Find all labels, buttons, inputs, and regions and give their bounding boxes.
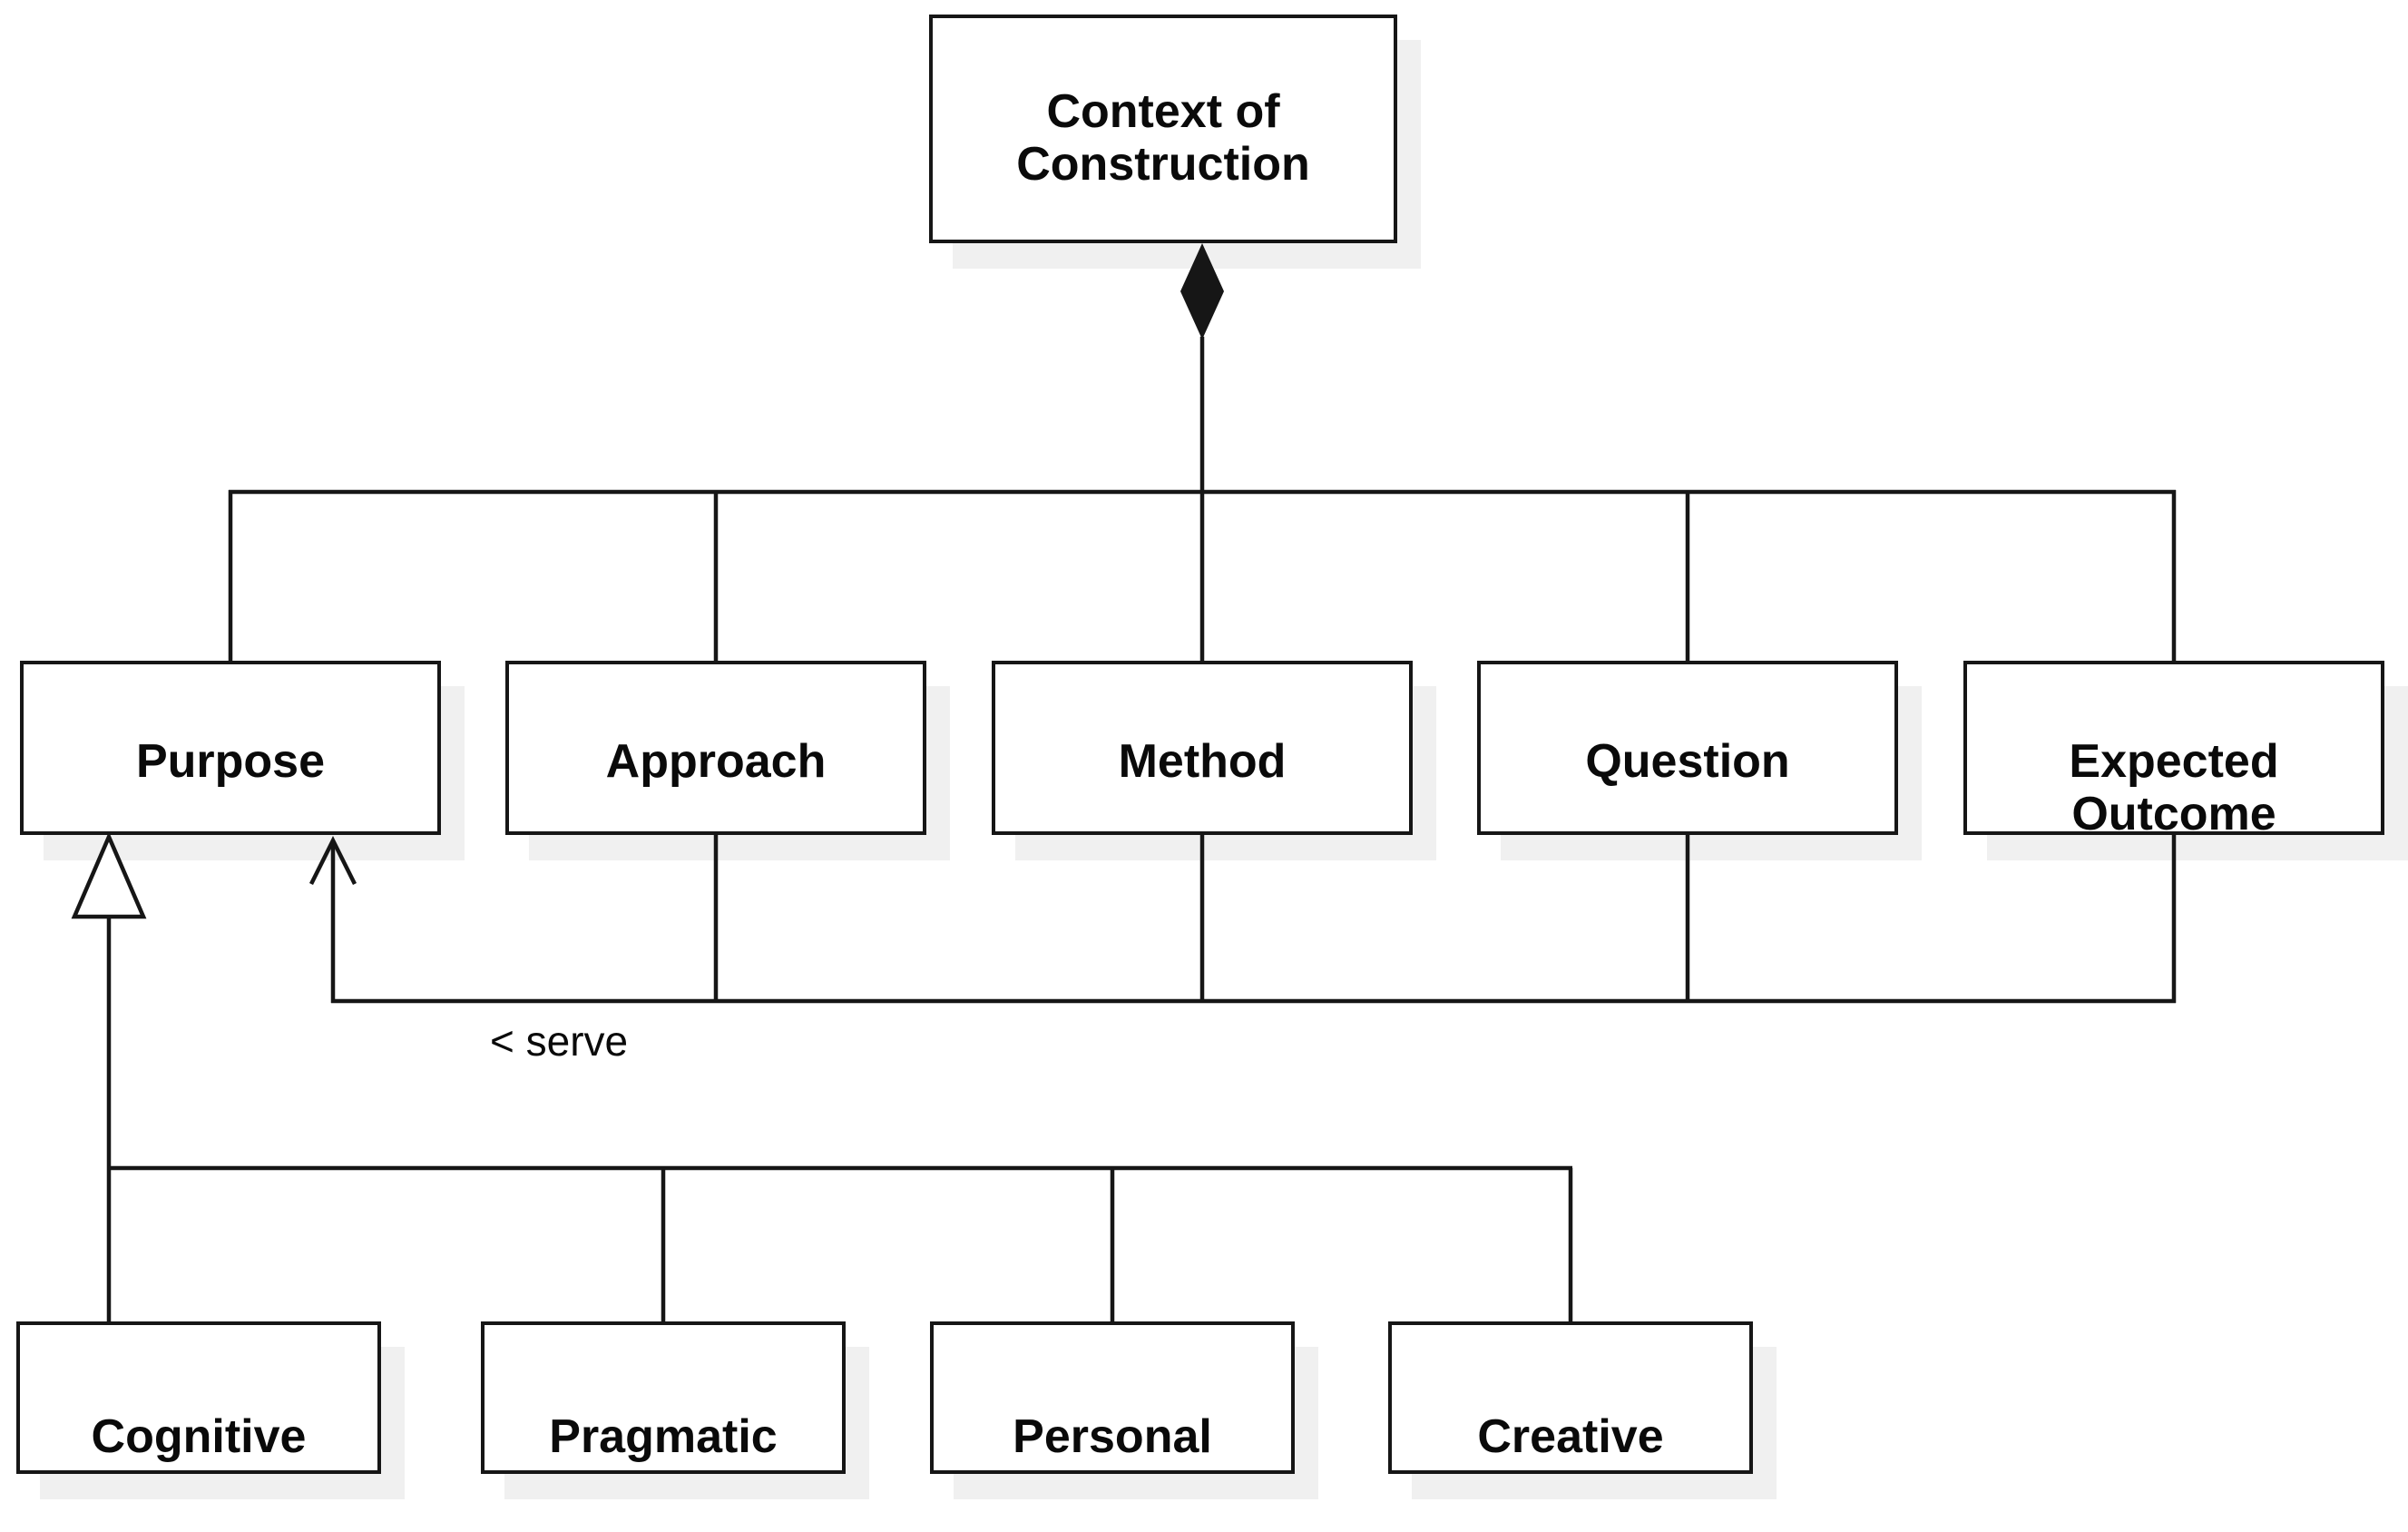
class-box-purpose: Purpose	[20, 661, 441, 835]
composition-connector	[228, 243, 2177, 663]
class-label-personal: Personal	[1013, 1410, 1212, 1463]
class-box-personal: Personal	[930, 1321, 1295, 1474]
open-arrowhead-icon	[308, 835, 357, 886]
inheritance-triangle-icon	[71, 831, 147, 919]
class-label-method: Method	[1118, 735, 1287, 788]
class-label-pragmatic: Pragmatic	[549, 1410, 778, 1463]
class-box-creative: Creative	[1388, 1321, 1753, 1474]
class-label-context-of-construction: Context of Construction	[1016, 85, 1310, 191]
class-box-cognitive: Cognitive	[16, 1321, 381, 1474]
generalization-connector	[71, 831, 1573, 1323]
class-box-approach: Approach	[505, 661, 926, 835]
composition-diamond-icon	[1180, 243, 1224, 339]
class-label-creative: Creative	[1477, 1410, 1664, 1463]
class-label-question: Question	[1585, 735, 1790, 788]
class-box-method: Method	[992, 661, 1413, 835]
class-label-purpose: Purpose	[135, 735, 326, 788]
class-box-question: Question	[1477, 661, 1898, 835]
class-box-pragmatic: Pragmatic	[481, 1321, 846, 1474]
class-label-approach: Approach	[605, 735, 827, 788]
class-label-cognitive: Cognitive	[91, 1410, 307, 1463]
association-label-serve: < serve	[490, 1017, 629, 1065]
class-box-expected-outcome: Expected Outcome	[1963, 661, 2384, 840]
class-label-expected-outcome: Expected Outcome	[2069, 735, 2279, 840]
class-box-context-of-construction: Context of Construction	[929, 15, 1397, 243]
serve-association-connector	[308, 833, 2177, 1004]
